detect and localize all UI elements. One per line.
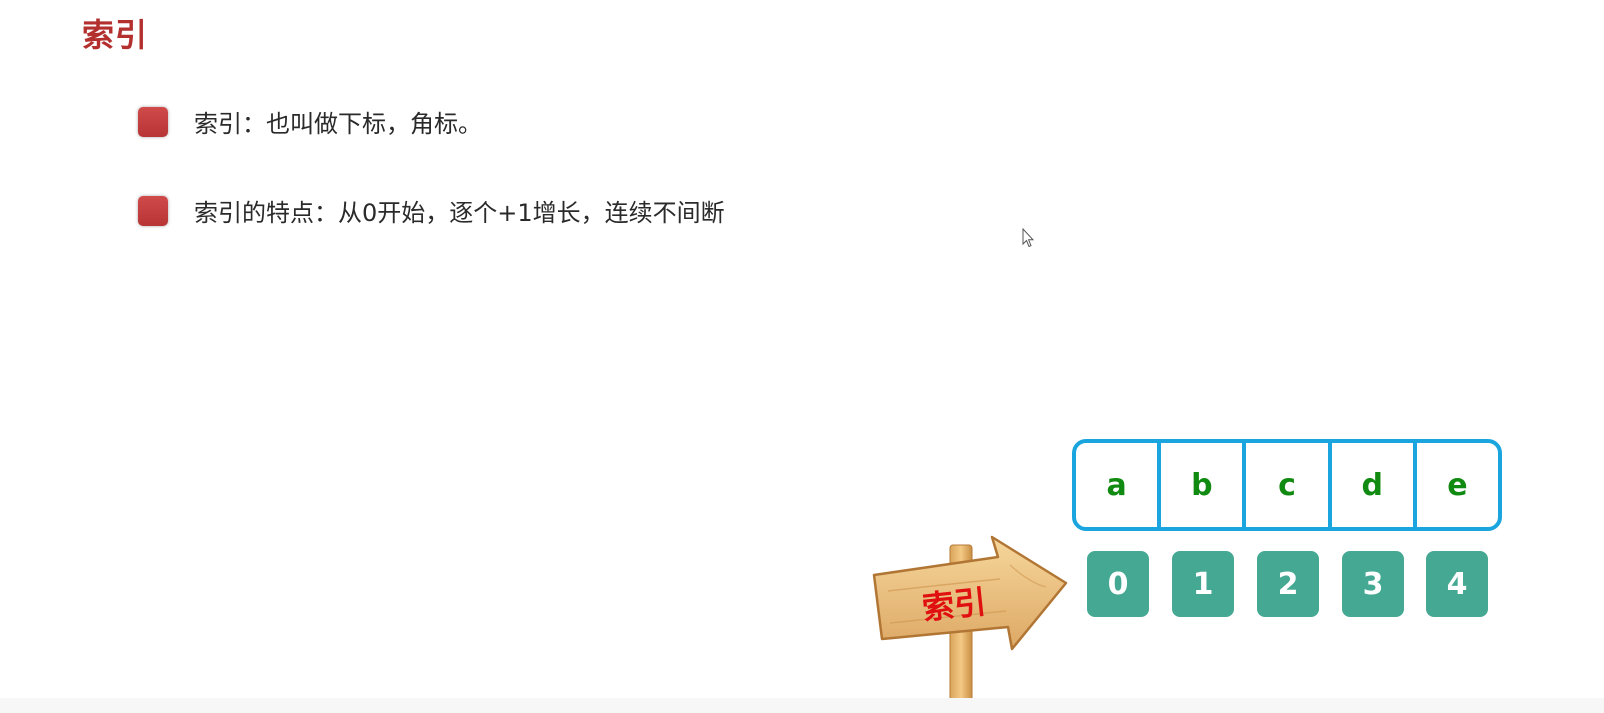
index-box: 1 xyxy=(1172,551,1234,617)
array-cell: d xyxy=(1332,443,1417,527)
index-box: 3 xyxy=(1342,551,1404,617)
array-cells: a b c d e xyxy=(1072,439,1502,531)
bullet-text: 索引：也叫做下标，角标。 xyxy=(194,110,482,138)
bullet-square-icon xyxy=(138,106,168,137)
index-box: 2 xyxy=(1257,551,1319,617)
mouse-cursor-icon xyxy=(1022,228,1034,248)
array-cell: b xyxy=(1161,443,1247,527)
array-cell: a xyxy=(1076,443,1162,527)
index-box: 4 xyxy=(1426,551,1488,617)
bullet-item: 索引：也叫做下标，角标。 xyxy=(138,104,482,139)
bullet-item: 索引的特点：从0开始，逐个+1增长，连续不间断 xyxy=(138,193,725,228)
footer-strip xyxy=(0,698,1604,713)
signpost-arrow-icon xyxy=(872,535,1068,713)
page-title: 索引 xyxy=(82,16,149,54)
array-cell: e xyxy=(1447,467,1468,503)
bullet-square-icon xyxy=(138,195,168,226)
array-cell: c xyxy=(1246,443,1332,527)
bullet-text: 索引的特点：从0开始，逐个+1增长，连续不间断 xyxy=(194,199,725,227)
index-box: 0 xyxy=(1087,551,1149,617)
signpost-label: 索引 xyxy=(920,582,989,628)
